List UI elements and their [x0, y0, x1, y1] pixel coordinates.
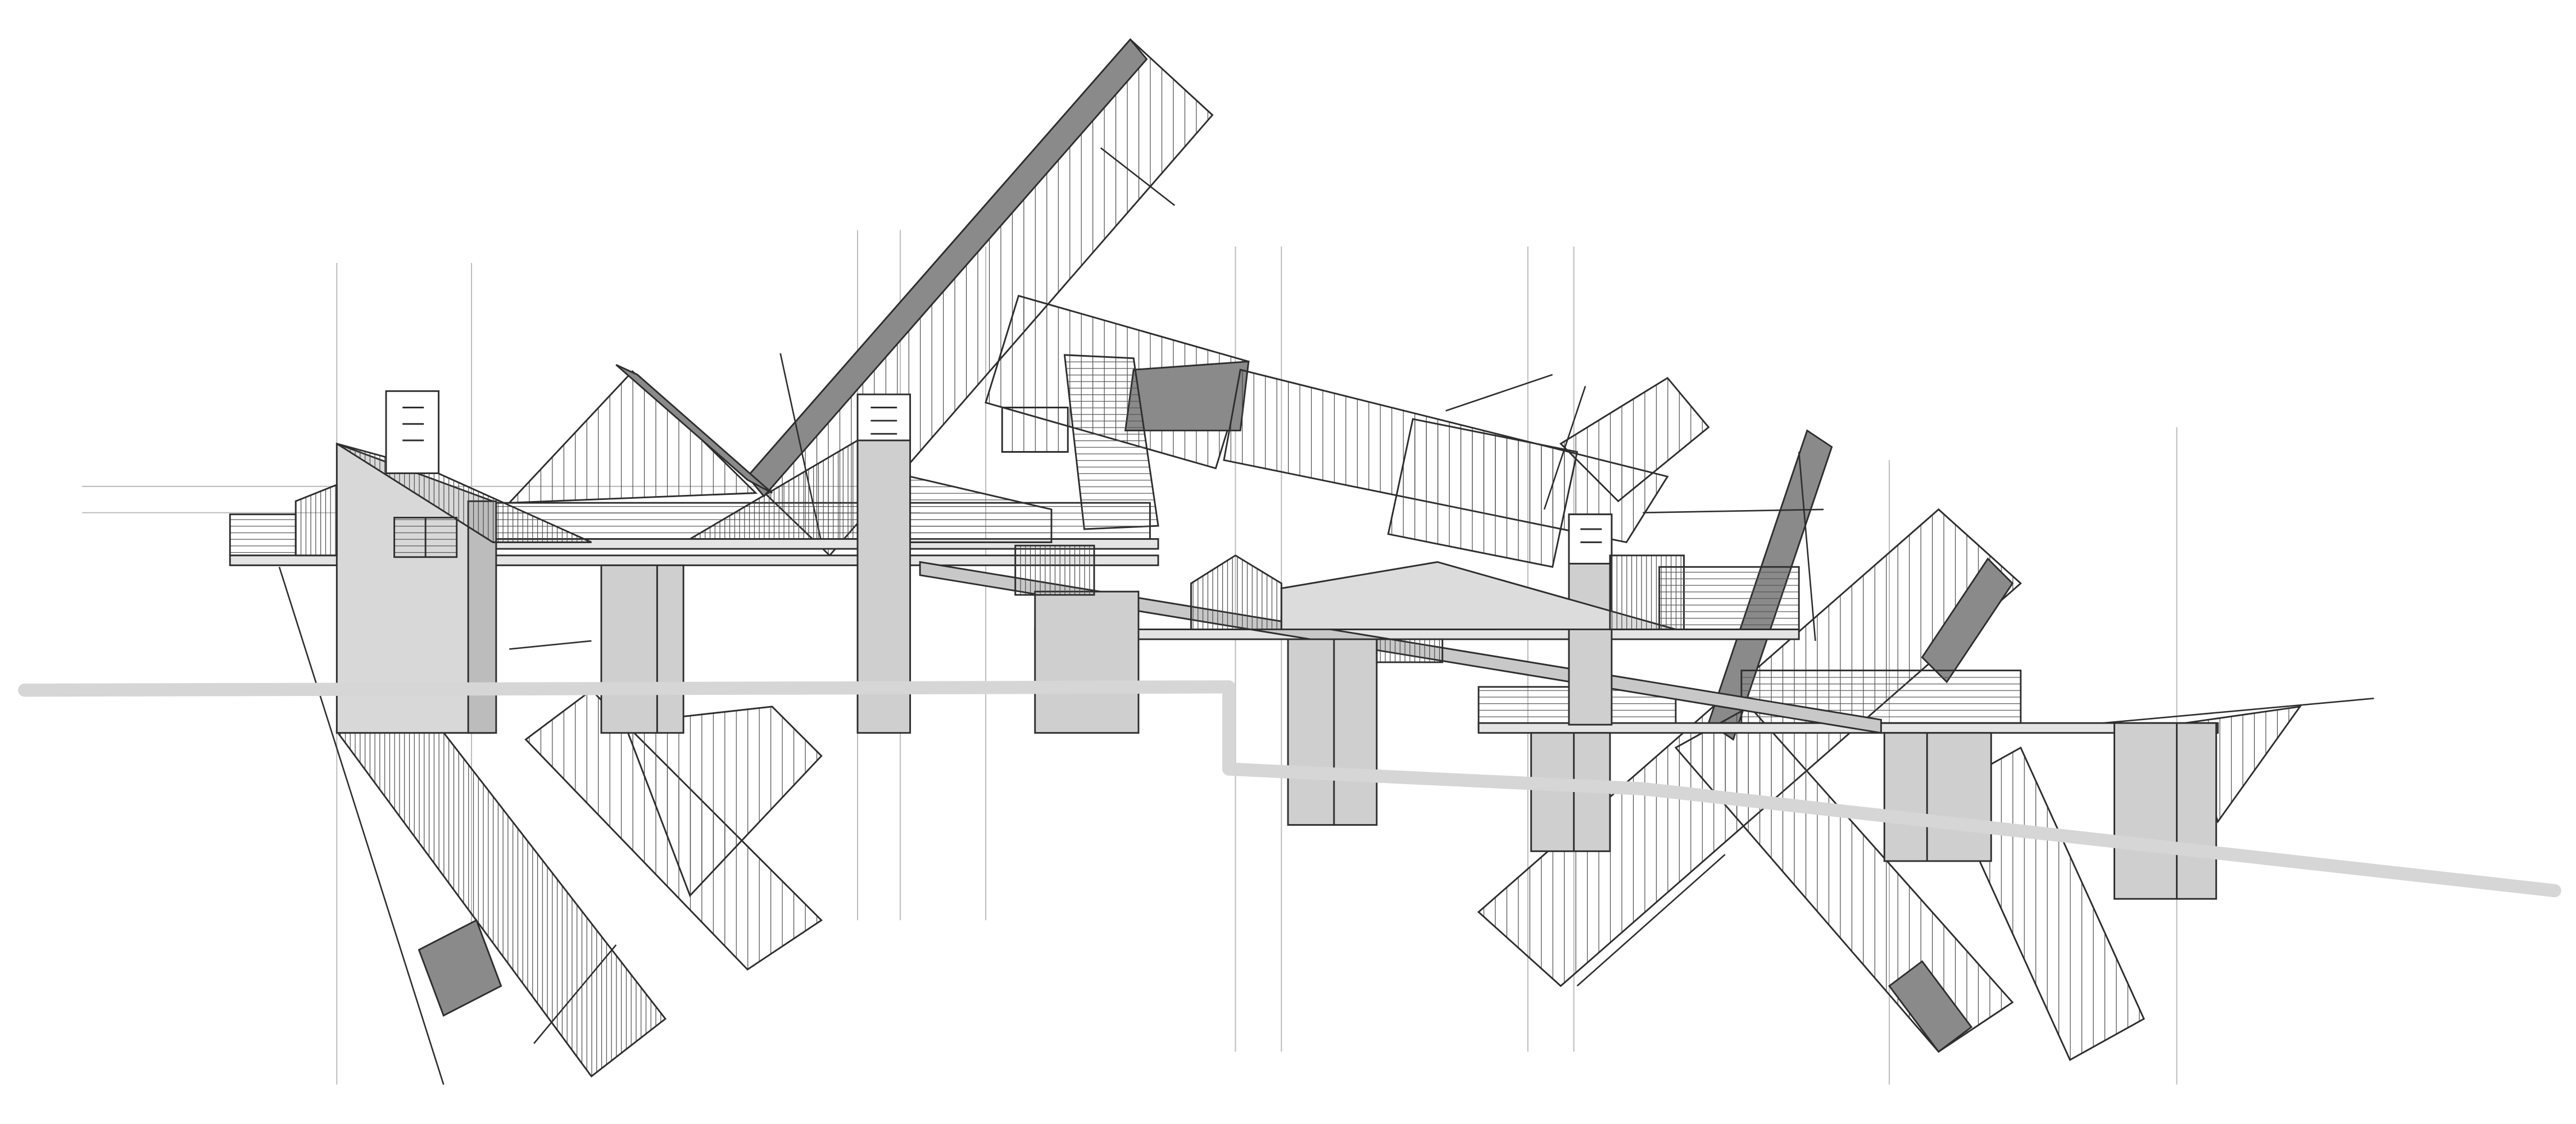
ground-line: [18, 680, 2561, 898]
house-left: [294, 390, 592, 734]
sketch-lines: [278, 147, 2374, 1085]
buildings-right: [1190, 554, 1800, 663]
piers: [600, 513, 2217, 900]
